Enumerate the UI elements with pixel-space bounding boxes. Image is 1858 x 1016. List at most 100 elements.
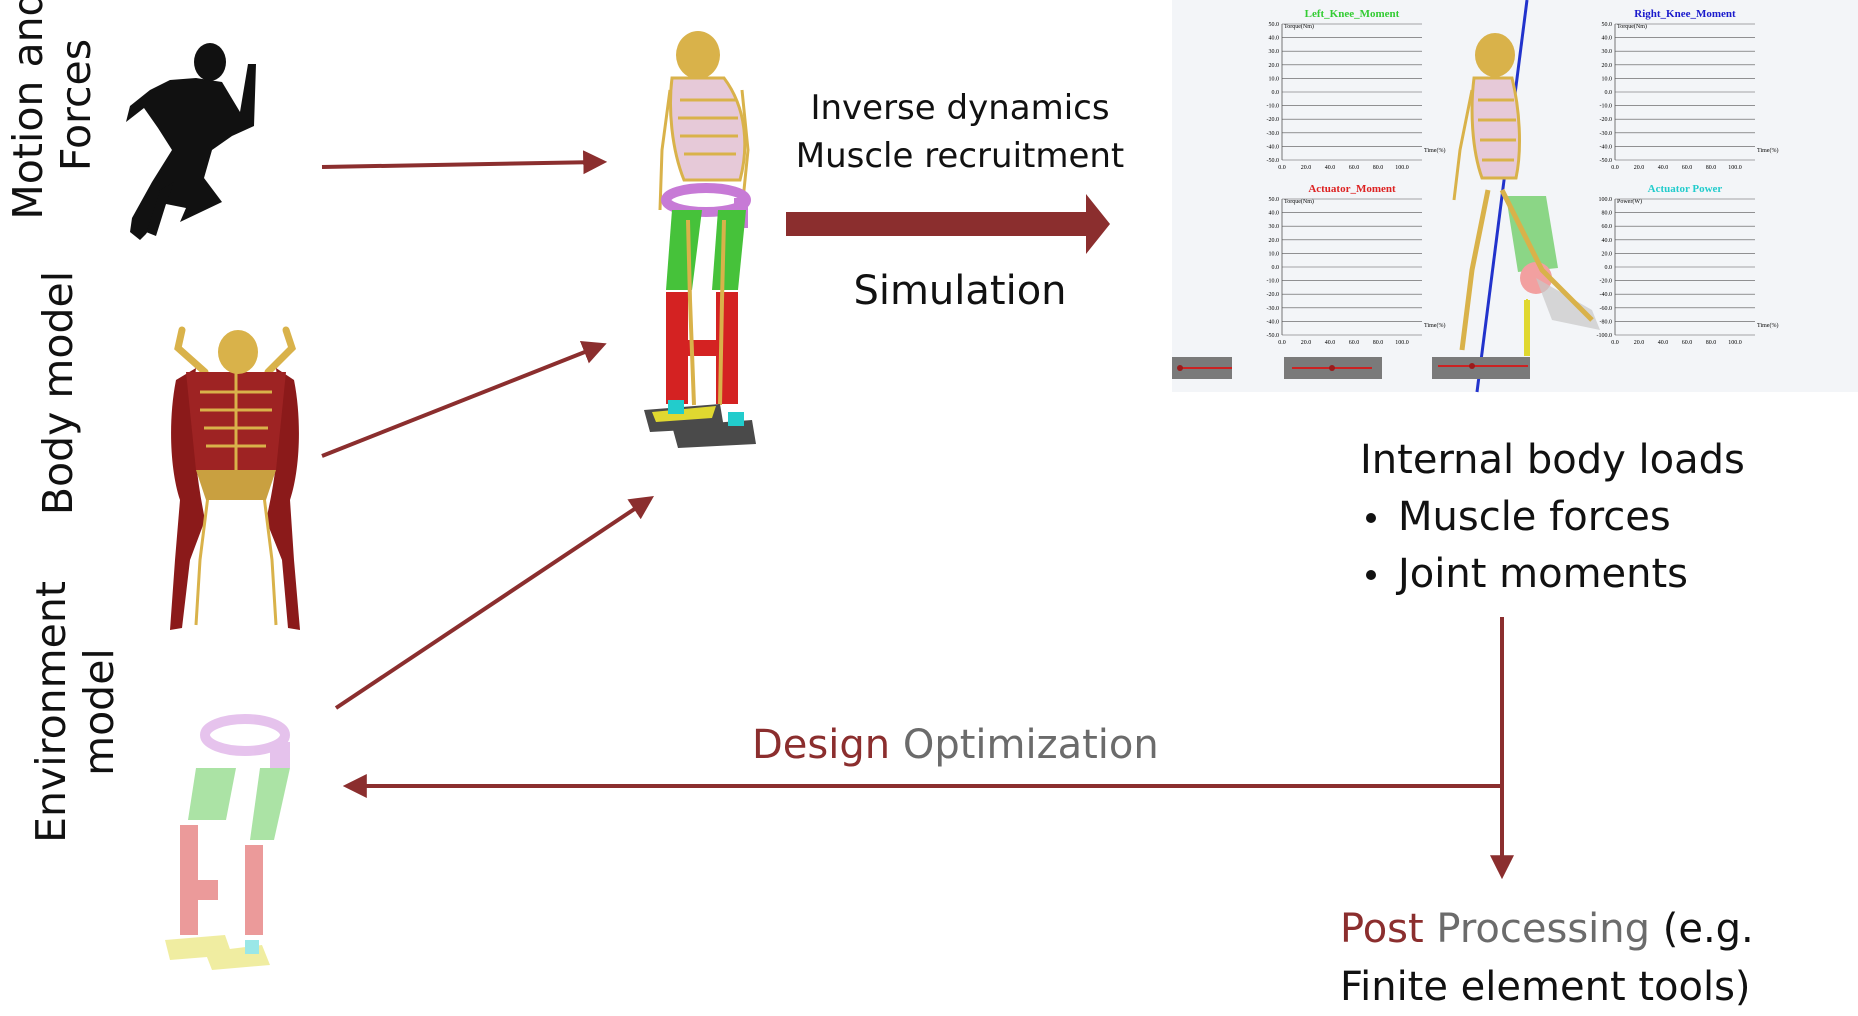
plot-ytick: 10.0 — [1269, 76, 1280, 82]
plot-xtick: 20.0 — [1634, 340, 1645, 346]
walking-skeleton-icon — [1172, 0, 1600, 393]
plot-ytick: -30.0 — [1267, 131, 1280, 137]
post-processing-line1: Post Processing (e.g. — [1340, 900, 1754, 958]
plot-ytick: 60.0 — [1602, 224, 1613, 230]
plot-xtick: 60.0 — [1349, 165, 1360, 171]
plot-ytick: 0.0 — [1605, 90, 1613, 96]
plot-title: Right_Knee_Moment — [1634, 8, 1736, 20]
plot-unit: Power(W) — [1617, 198, 1642, 205]
plot-ytick: -10.0 — [1267, 104, 1280, 110]
internal-body-loads: Internal body loads Muscle forces Joint … — [1360, 432, 1745, 603]
plot-ytick: -40.0 — [1600, 292, 1613, 298]
plot-ytick: 30.0 — [1269, 49, 1280, 55]
plot-axes: Torque(Nm)50.040.030.020.010.00.0-10.0-2… — [1600, 22, 1779, 171]
plot-ytick: 20.0 — [1269, 238, 1280, 244]
bullet-dot-icon — [1366, 512, 1376, 523]
plot-ytick: -10.0 — [1267, 279, 1280, 285]
plot-xtick: 80.0 — [1706, 165, 1717, 171]
inverse-dynamics-text: Inverse dynamics — [810, 88, 1110, 128]
plot-xtick: 20.0 — [1301, 165, 1312, 171]
plot-ytick: -10.0 — [1600, 104, 1613, 110]
plot-ytick: 30.0 — [1269, 224, 1280, 230]
plot-xtick: 80.0 — [1373, 340, 1384, 346]
plot-xtick: 60.0 — [1349, 340, 1360, 346]
plot-xunit: Time(%) — [1757, 147, 1778, 154]
process-label: Inverse dynamics Muscle recruitment — [790, 84, 1130, 180]
bullet-dot-icon — [1366, 569, 1376, 580]
plot-xtick: 100.0 — [1728, 165, 1742, 171]
plot-xunit: Time(%) — [1757, 322, 1778, 329]
plot-xtick: 0.0 — [1611, 165, 1619, 171]
bullet-text: Muscle forces — [1398, 494, 1671, 540]
post-word: Post — [1340, 906, 1424, 952]
plot-xtick: 40.0 — [1325, 340, 1336, 346]
plot-ytick: -40.0 — [1267, 319, 1280, 325]
plot-xtick: 40.0 — [1658, 165, 1669, 171]
eg-word: (e.g. — [1662, 906, 1754, 952]
plot-ytick: 40.0 — [1602, 238, 1613, 244]
processing-word: Processing — [1436, 906, 1651, 952]
plot-axes: Torque(Nm) 50.0 40.0 30.0 20.0 10.0 0.0 -10.0 -2… — [1267, 22, 1446, 171]
plot-ytick: 40.0 — [1602, 36, 1613, 42]
plot-ytick: -50.0 — [1267, 158, 1280, 164]
post-processing-label: Post Processing (e.g. Finite element too… — [1340, 900, 1754, 1016]
body-to-model-arrow — [321, 341, 607, 458]
plot-unit: Torque(Nm) — [1284, 23, 1314, 30]
plot-ytick: -20.0 — [1600, 117, 1613, 123]
plot-ytick: -50.0 — [1600, 158, 1613, 164]
plot-ytick: 10.0 — [1602, 76, 1613, 82]
plot-ytick: 0.0 — [1272, 265, 1280, 271]
plot-title: Left_Knee_Moment — [1304, 8, 1400, 20]
plot-xtick: 80.0 — [1706, 340, 1717, 346]
plot-xtick: 20.0 — [1301, 340, 1312, 346]
plot-ytick: -30.0 — [1600, 131, 1613, 137]
plot-ytick: -100.0 — [1597, 333, 1613, 339]
internal-body-loads-heading: Internal body loads — [1360, 437, 1745, 483]
plot-ytick: -20.0 — [1600, 279, 1613, 285]
plot-ytick: 20.0 — [1602, 63, 1613, 69]
post-processing-line2: Finite element tools) — [1340, 964, 1751, 1010]
plot-ytick: -80.0 — [1600, 319, 1613, 325]
design-word: Design — [752, 722, 891, 768]
plot-xtick: 40.0 — [1325, 165, 1336, 171]
plot-ytick: -40.0 — [1267, 144, 1280, 150]
plot-title: Actuator_Moment — [1308, 183, 1396, 195]
plot-ytick: 40.0 — [1269, 211, 1280, 217]
plot-xtick: 0.0 — [1278, 165, 1286, 171]
plot-xtick: 40.0 — [1658, 340, 1669, 346]
plot-xtick: 100.0 — [1395, 340, 1409, 346]
plot-xtick: 60.0 — [1682, 340, 1693, 346]
muscle-recruitment-text: Muscle recruitment — [795, 136, 1125, 176]
environment-to-model-arrow — [334, 496, 654, 710]
plot-axes: Power(W) 100.0 80.0 60.0 40.0 20.0 0.0 -20.0 -40… — [1597, 197, 1779, 346]
motion-to-model-arrow — [321, 150, 608, 175]
plot-xtick: 100.0 — [1728, 340, 1742, 346]
plot-ytick: -20.0 — [1267, 117, 1280, 123]
plot-ytick: 50.0 — [1602, 22, 1613, 28]
plot-axes: Torque(Nm)50.040.030.020.010.00.0-10.0-2… — [1267, 197, 1446, 346]
bullet-joint-moments: Joint moments — [1360, 546, 1745, 603]
plot-unit: Torque(Nm) — [1617, 23, 1647, 30]
plot-xtick: 20.0 — [1634, 165, 1645, 171]
plot-xunit: Time(%) — [1424, 147, 1445, 154]
plot-ytick: 0.0 — [1605, 265, 1613, 271]
plot-ytick: 40.0 — [1269, 36, 1280, 42]
optimization-word: Optimization — [902, 722, 1159, 768]
design-optimization-label: Design Optimization — [752, 722, 1159, 768]
plot-xtick: 60.0 — [1682, 165, 1693, 171]
plot-ytick: 50.0 — [1269, 22, 1280, 28]
plot-unit: Torque(Nm) — [1284, 198, 1314, 205]
plot-xtick: 80.0 — [1373, 165, 1384, 171]
bullet-muscle-forces: Muscle forces — [1360, 489, 1745, 546]
plot-ytick: 80.0 — [1602, 211, 1613, 217]
